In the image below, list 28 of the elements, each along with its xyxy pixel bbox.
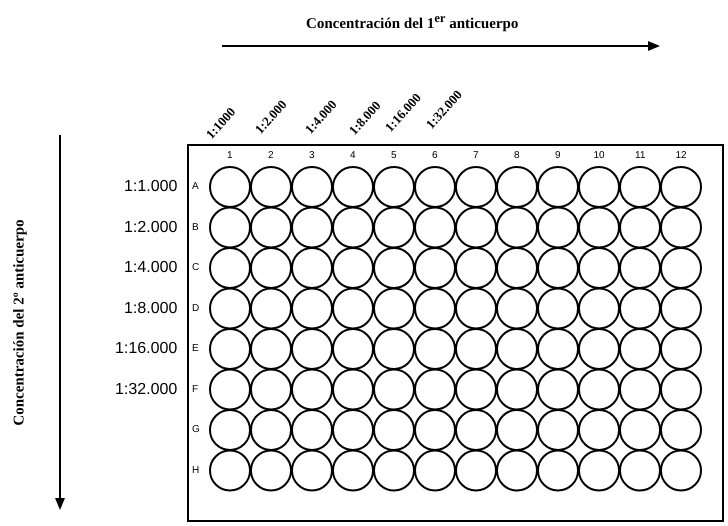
dilution-label: 1:16.000 bbox=[115, 341, 178, 357]
column-number: 6 bbox=[432, 151, 438, 161]
row-letter: D bbox=[192, 304, 200, 314]
axis-title: Concentración del 2º anticuerpo bbox=[12, 218, 28, 426]
column-number: 1 bbox=[227, 151, 233, 161]
row-letter: B bbox=[192, 222, 199, 232]
column-number: 7 bbox=[473, 151, 479, 161]
row-letter: C bbox=[192, 263, 200, 273]
dilution-label: 1:8.000 bbox=[124, 300, 178, 316]
dilution-label: 1:1.000 bbox=[124, 179, 178, 195]
column-number: 10 bbox=[594, 151, 605, 161]
column-number: 4 bbox=[350, 151, 356, 161]
row-letter: A bbox=[192, 182, 199, 192]
dilution-label: 1:4.000 bbox=[124, 260, 178, 276]
row-letter: H bbox=[192, 466, 200, 476]
column-number: 5 bbox=[391, 151, 397, 161]
column-number: 3 bbox=[309, 151, 315, 161]
column-number: 9 bbox=[555, 151, 561, 161]
row-letter: E bbox=[192, 344, 199, 354]
column-number: 11 bbox=[635, 151, 646, 161]
axis-title: Concentración del 1$^{er}$ anticuerpo bbox=[306, 12, 518, 32]
dilution-label: 1:2.000 bbox=[124, 220, 178, 236]
row-letter: F bbox=[192, 384, 198, 394]
column-number: 12 bbox=[676, 151, 687, 161]
column-number: 2 bbox=[268, 151, 274, 161]
row-letter: G bbox=[192, 425, 200, 435]
column-number: 8 bbox=[514, 151, 520, 161]
dilution-label: 1:32.000 bbox=[115, 382, 178, 398]
